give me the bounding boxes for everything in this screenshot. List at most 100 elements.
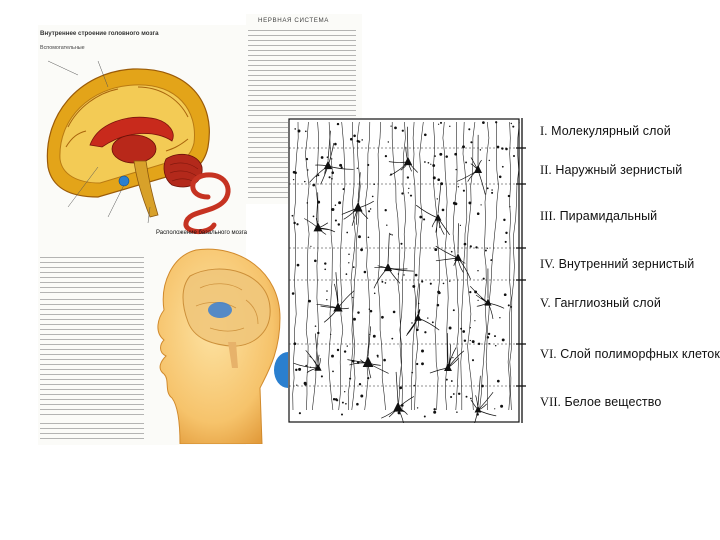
granule-dot — [337, 123, 339, 125]
granule-dot — [372, 196, 374, 198]
granule-dot — [324, 268, 326, 270]
granule-dot — [437, 291, 440, 294]
granule-dot — [443, 283, 445, 285]
granule-dot — [298, 130, 301, 133]
granule-dot — [331, 355, 334, 358]
nerve-fiber — [467, 122, 475, 410]
nerve-fiber — [392, 122, 402, 410]
granule-dot — [368, 236, 370, 238]
granule-dot — [315, 325, 317, 327]
granule-dot — [293, 179, 294, 180]
granule-dot — [294, 342, 297, 345]
granule-dot — [346, 273, 348, 275]
granule-dot — [332, 371, 334, 373]
granule-dot — [321, 156, 324, 159]
granule-dot — [307, 169, 308, 170]
layer-label-3: III. Пирамидальный — [540, 209, 657, 224]
granule-dot — [383, 359, 386, 362]
granule-dot — [402, 130, 404, 132]
granule-dot — [480, 149, 481, 150]
granule-dot — [390, 234, 391, 235]
granule-dot — [438, 124, 439, 125]
granule-dot — [374, 293, 376, 295]
nerve-fiber — [351, 122, 355, 410]
granule-dot — [465, 161, 467, 163]
granule-dot — [304, 382, 307, 385]
granule-dot — [470, 398, 472, 400]
granule-dot — [455, 169, 456, 170]
granule-dot — [369, 309, 370, 310]
granule-dot — [500, 405, 503, 408]
granule-dot — [421, 362, 424, 365]
granule-dot — [501, 147, 503, 149]
granule-dot — [412, 285, 415, 288]
granule-dot — [432, 164, 435, 167]
granule-dot — [353, 318, 356, 321]
granule-dot — [331, 171, 334, 174]
granule-dot — [358, 235, 361, 238]
granule-dot — [416, 363, 418, 365]
granule-dot — [424, 331, 426, 333]
granule-dot — [394, 127, 397, 130]
granule-dot — [347, 345, 348, 346]
granule-dot — [341, 413, 343, 415]
granule-dot — [408, 192, 409, 193]
granule-dot — [488, 343, 490, 345]
granule-dot — [356, 403, 359, 406]
page-title: Внутреннее строение головного мозга — [40, 31, 159, 37]
granule-dot — [437, 198, 438, 199]
granule-dot — [335, 219, 337, 221]
granule-dot — [442, 209, 445, 212]
granule-dot — [388, 141, 389, 142]
granule-dot — [326, 290, 328, 292]
granule-dot — [401, 192, 403, 194]
cortex-neurons-drawing — [288, 118, 520, 423]
granule-dot — [367, 377, 369, 379]
granule-dot — [293, 171, 296, 174]
granule-dot — [483, 278, 485, 280]
granule-dot — [474, 320, 475, 321]
granule-dot — [341, 166, 343, 168]
granule-dot — [439, 153, 442, 156]
granule-dot — [487, 248, 488, 249]
granule-dot — [490, 259, 492, 261]
granule-dot — [505, 241, 507, 243]
granule-dot — [502, 166, 504, 168]
granule-dot — [495, 345, 496, 346]
layer-label-6: VI. Слой полиморфных клеток — [540, 347, 720, 362]
granule-dot — [353, 135, 356, 138]
granule-dot — [360, 248, 363, 251]
neuron-dendrites — [304, 192, 335, 234]
granule-dot — [470, 141, 472, 143]
granule-dot — [339, 164, 342, 167]
page-heading: НЕРВНАЯ СИСТЕМА — [258, 18, 329, 24]
granule-dot — [410, 195, 412, 197]
neuron-soma — [484, 299, 491, 306]
granule-dot — [296, 385, 297, 386]
granule-dot — [292, 215, 294, 217]
granule-dot — [487, 187, 489, 189]
granule-dot — [458, 186, 459, 187]
granule-dot — [424, 133, 427, 136]
granule-dot — [360, 395, 363, 398]
granule-dot — [470, 327, 471, 328]
granule-dot — [423, 218, 425, 220]
granule-dot — [477, 300, 478, 301]
granule-dot — [437, 178, 440, 181]
granule-dot — [446, 379, 448, 381]
granule-dot — [407, 176, 409, 178]
granule-dot — [333, 398, 335, 400]
granule-dot — [487, 336, 489, 338]
granule-dot — [385, 155, 387, 157]
granule-dot — [408, 188, 409, 189]
nerve-fiber — [486, 122, 498, 410]
granule-dot — [494, 408, 495, 409]
granule-dot — [346, 232, 348, 234]
granule-dot — [477, 270, 478, 271]
granule-dot — [305, 365, 307, 367]
granule-dot — [434, 248, 437, 251]
neuron-soma — [384, 263, 392, 271]
granule-dot — [297, 264, 300, 267]
granule-dot — [481, 385, 484, 388]
granule-dot — [497, 146, 500, 149]
